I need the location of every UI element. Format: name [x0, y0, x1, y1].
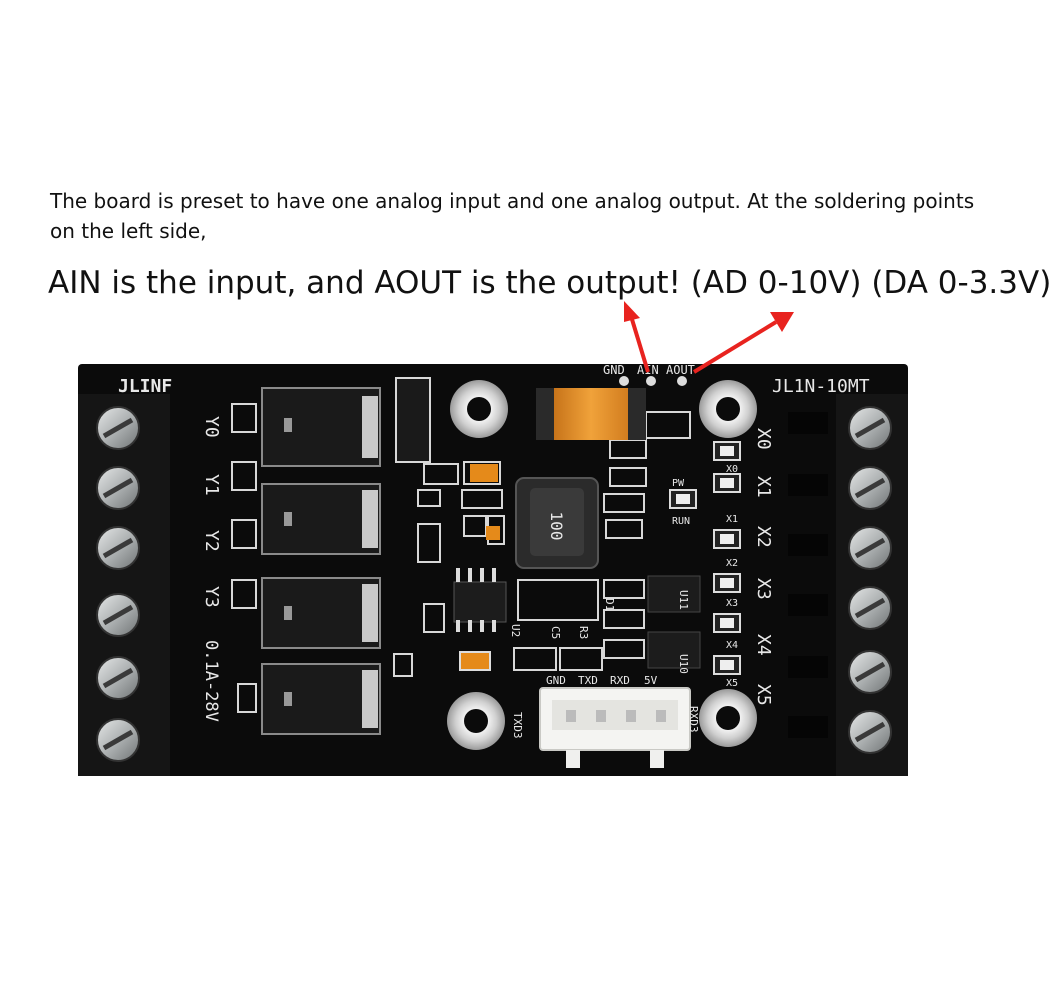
- led-label-x0: X0: [726, 464, 738, 475]
- output-label-y2: Y2: [201, 530, 222, 552]
- input-label-x4: X4: [753, 634, 774, 656]
- tantalum-capacitor: [536, 388, 646, 440]
- ic-u2: [453, 568, 507, 632]
- plc-board-photo: 100 JLINF JL1N-10MT GND AIN A: [78, 301, 908, 776]
- red-arrows: [624, 301, 794, 374]
- right-screws: [848, 406, 892, 754]
- serial-label-rxd: RXD: [610, 674, 630, 687]
- label-txd3: TXD3: [511, 712, 524, 739]
- serial-label-5v: 5V: [644, 674, 658, 687]
- label-u11: U11: [677, 590, 690, 610]
- label-d1: D1: [603, 598, 616, 611]
- input-label-x0: X0: [753, 428, 774, 450]
- output-label-y0: Y0: [201, 416, 222, 438]
- analog-pads: [619, 376, 687, 386]
- left-screws: [96, 406, 140, 762]
- caption-line-1: The board is preset to have one analog i…: [50, 189, 975, 243]
- led-label-x5: X5: [726, 678, 738, 689]
- led-label-x3: X3: [726, 598, 738, 609]
- output-label-y3: Y3: [201, 586, 222, 608]
- label-u2: U2: [509, 624, 522, 637]
- led-label-x2: X2: [726, 558, 738, 569]
- serial-label-txd: TXD: [578, 674, 598, 687]
- input-leds: [669, 441, 741, 675]
- serial-connector: [539, 687, 691, 768]
- left-terminal-block: [78, 394, 170, 776]
- label-rxd3: RXD3: [687, 706, 700, 733]
- model-label: JL1N-10MT: [772, 376, 870, 397]
- output-mosfets: [261, 387, 381, 735]
- output-spec-label: 0.1A-28V: [201, 640, 221, 722]
- led-label-x1: X1: [726, 514, 738, 525]
- brand-label: JLINF: [118, 376, 172, 397]
- label-u10: U10: [677, 654, 690, 674]
- mounting-holes: [447, 380, 757, 750]
- label-r3: R3: [577, 626, 590, 639]
- led-label-pw: PW: [672, 478, 685, 489]
- input-label-x2: X2: [753, 526, 774, 548]
- input-label-x3: X3: [753, 578, 774, 600]
- serial-label-gnd: GND: [546, 674, 566, 687]
- led-label-x4: X4: [726, 640, 738, 651]
- pin-gnd-label: GND: [603, 363, 625, 377]
- output-label-y1: Y1: [201, 474, 222, 496]
- inductor-marking: 100: [547, 512, 566, 541]
- caption-line-2: AIN is the input, and AOUT is the output…: [48, 265, 1051, 301]
- label-c5: C5: [549, 626, 562, 639]
- input-label-x5: X5: [753, 684, 774, 706]
- pin-aout-label: AOUT: [666, 363, 695, 377]
- input-label-x1: X1: [753, 476, 774, 498]
- led-label-run: RUN: [672, 516, 690, 527]
- opto-couplers: [647, 575, 701, 669]
- power-inductor: 100: [515, 477, 599, 569]
